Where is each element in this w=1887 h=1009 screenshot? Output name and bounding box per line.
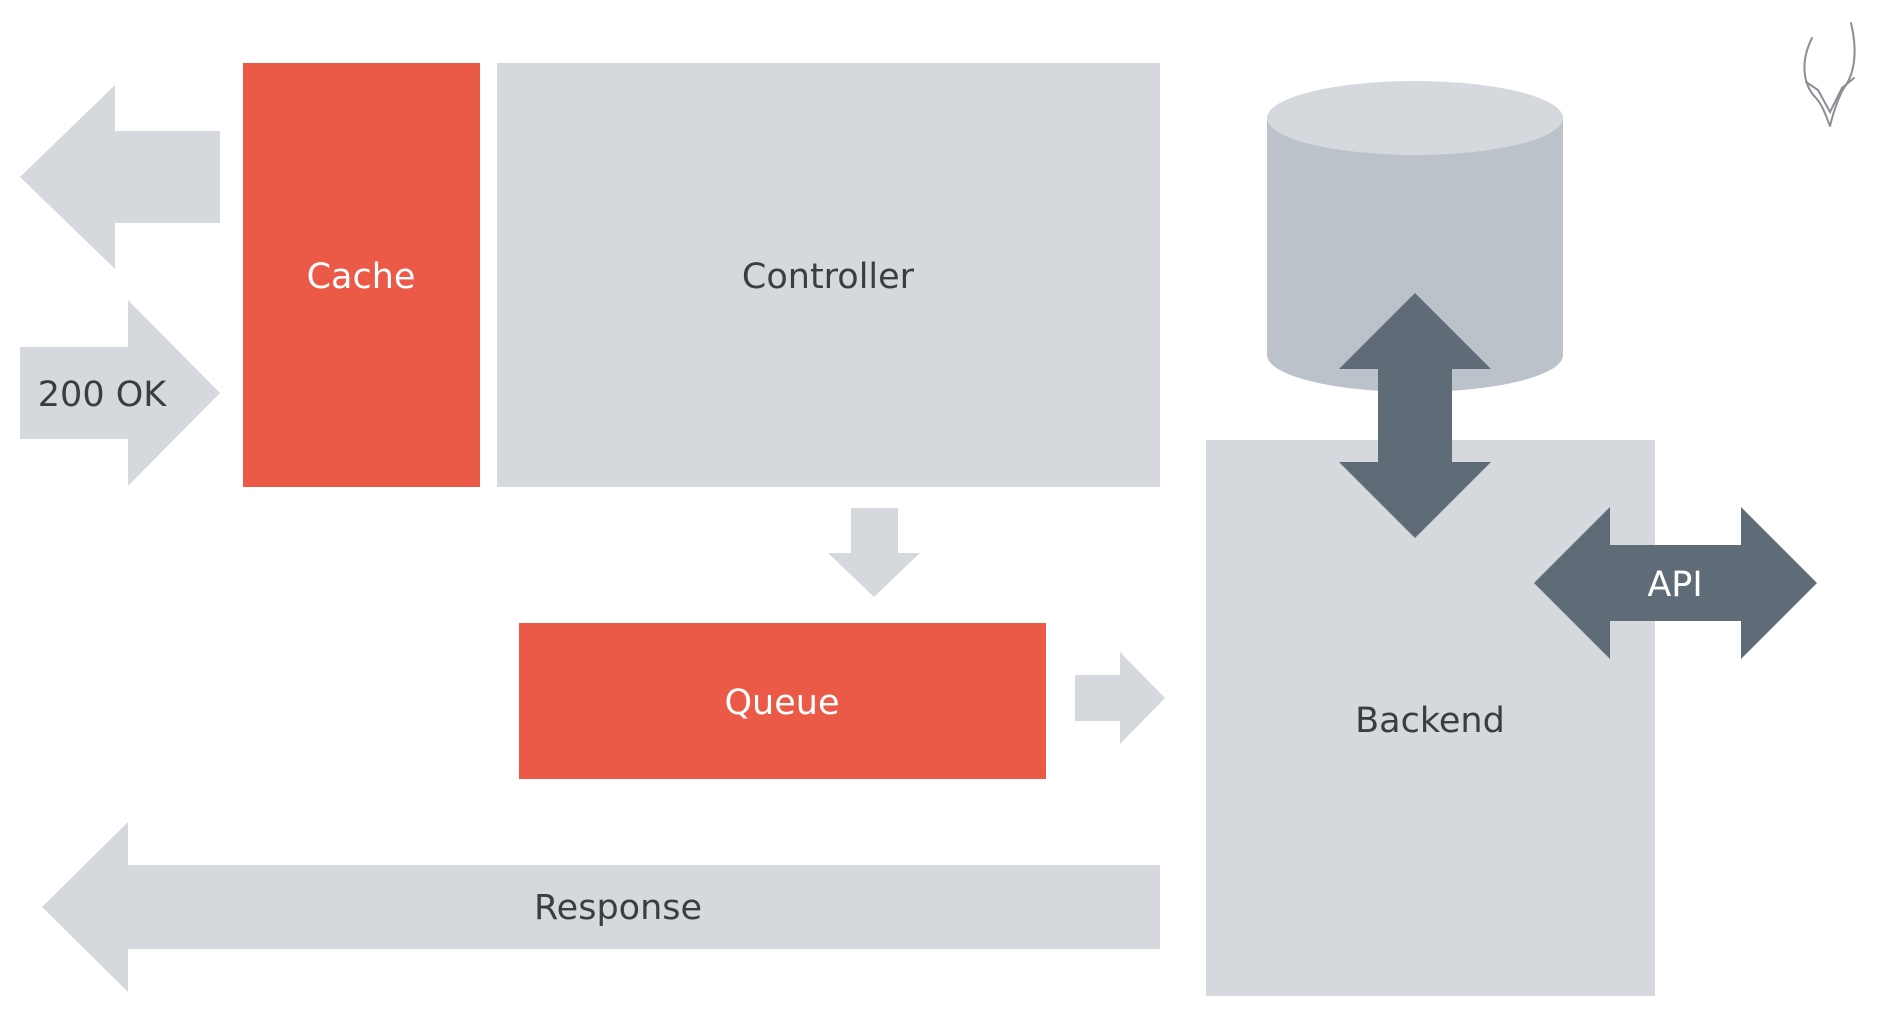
queue-block: Queue xyxy=(519,623,1046,779)
controller-block: Controller xyxy=(497,63,1160,487)
status-arrow: 200 OK xyxy=(20,300,220,486)
logo-left-horn xyxy=(1803,37,1831,127)
logo-face xyxy=(1817,87,1843,115)
response-arrow-shape xyxy=(42,822,1160,992)
backend-label: Backend xyxy=(1355,701,1505,741)
cache-block: Cache xyxy=(243,63,480,487)
backend-block-shape xyxy=(1206,440,1655,996)
database-cylinder-icon xyxy=(1267,81,1563,392)
logo-ear-left xyxy=(1805,81,1819,91)
status-label: 200 OK xyxy=(38,375,167,415)
cache-block-shape xyxy=(243,63,480,487)
queue-to-backend-arrow xyxy=(1075,652,1165,744)
status-arrow-shape xyxy=(20,300,220,486)
vertical-double-arrow xyxy=(1339,293,1491,538)
down-arrow xyxy=(828,508,920,597)
logo-right-horn xyxy=(1829,22,1856,127)
logo-ear-right xyxy=(1841,77,1855,89)
database-top xyxy=(1267,81,1563,155)
api-label: API xyxy=(1647,565,1702,605)
backend-block: Backend xyxy=(1206,440,1655,996)
controller-block-shape xyxy=(497,63,1160,487)
queue-block-shape xyxy=(519,623,1046,779)
response-label: Response xyxy=(534,888,702,928)
database-body xyxy=(1267,118,1563,392)
controller-label: Controller xyxy=(742,257,915,297)
outgoing-left-arrow xyxy=(20,85,220,269)
queue-label: Queue xyxy=(725,683,840,723)
api-double-arrow: API xyxy=(1534,507,1817,659)
response-arrow: Response xyxy=(42,822,1160,992)
api-arrow-shape xyxy=(1534,507,1817,659)
cache-label: Cache xyxy=(307,257,416,297)
antelope-horns-logo xyxy=(1803,22,1856,127)
